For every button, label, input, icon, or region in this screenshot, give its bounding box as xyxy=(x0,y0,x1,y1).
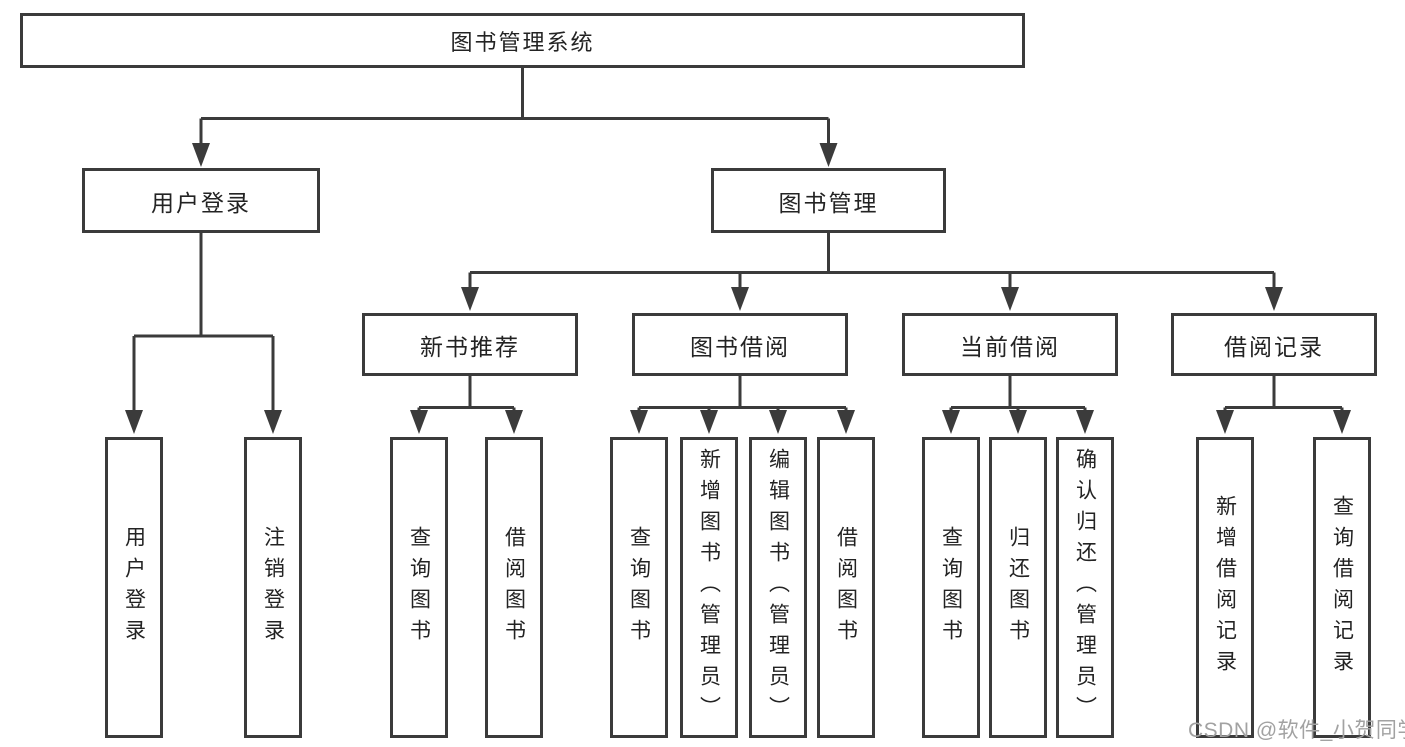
leaf-label: 借阅图书 xyxy=(502,525,526,650)
leaf-label: 借阅图书 xyxy=(834,525,858,650)
arrowhead xyxy=(125,410,143,434)
connector-line xyxy=(199,68,830,146)
arrowhead xyxy=(700,410,718,434)
node-user-login: 用户登录 xyxy=(82,168,320,233)
leaf-return-book: 归还图书 xyxy=(989,437,1047,738)
arrowhead xyxy=(769,410,787,434)
leaf-add-book-admin: 新增图书（管理员） xyxy=(680,437,738,738)
node-current-borrow: 当前借阅 xyxy=(902,313,1118,376)
arrowhead xyxy=(264,410,282,434)
leaf-user-login: 用户登录 xyxy=(105,437,163,738)
connector-userlogin-to-leaves xyxy=(125,233,282,434)
connector-line xyxy=(132,233,275,412)
connector-newbook-to-leaves xyxy=(410,376,523,434)
connector-line xyxy=(949,376,1087,412)
connector-root-to-level2 xyxy=(192,68,838,167)
leaf-label: 查询图书 xyxy=(627,525,651,650)
arrowhead xyxy=(731,287,749,311)
leaf-label: 注销登录 xyxy=(261,525,285,650)
connector-line xyxy=(417,376,516,412)
node-new-book-recommend: 新书推荐 xyxy=(362,313,578,376)
leaf-label: 确认归还（管理员） xyxy=(1073,448,1097,727)
leaf-label: 编辑图书（管理员） xyxy=(766,448,790,727)
arrowhead xyxy=(1076,410,1094,434)
arrowhead xyxy=(410,410,428,434)
leaf-label: 新增图书（管理员） xyxy=(697,448,721,727)
leaf-query-book-borrow: 查询图书 xyxy=(610,437,668,738)
leaf-label: 查询借阅记录 xyxy=(1330,494,1354,681)
connector-borrowrecord-to-leaves xyxy=(1216,376,1351,434)
arrowhead xyxy=(1216,410,1234,434)
csdn-watermark: CSDN @软件_小贺同学 xyxy=(1188,719,1405,742)
leaf-label: 用户登录 xyxy=(122,525,146,650)
leaf-borrow-book: 借阅图书 xyxy=(817,437,875,738)
node-book-management: 图书管理 xyxy=(711,168,946,233)
node-book-borrow: 图书借阅 xyxy=(632,313,848,376)
leaf-label: 新增借阅记录 xyxy=(1213,494,1237,681)
arrowhead xyxy=(505,410,523,434)
connector-line xyxy=(1223,376,1344,412)
connector-line xyxy=(637,376,848,412)
leaf-label: 查询图书 xyxy=(407,525,431,650)
node-title: 图书管理系统 xyxy=(20,13,1025,68)
arrowhead xyxy=(1333,410,1351,434)
arrowhead xyxy=(630,410,648,434)
connector-line xyxy=(468,233,1276,289)
leaf-add-borrow-record: 新增借阅记录 xyxy=(1196,437,1254,738)
connector-currentborrow-to-leaves xyxy=(942,376,1094,434)
leaf-edit-book-admin: 编辑图书（管理员） xyxy=(749,437,807,738)
leaf-confirm-return-admin: 确认归还（管理员） xyxy=(1056,437,1114,738)
connector-bookmgmt-to-level3 xyxy=(461,233,1283,311)
leaf-query-book-newbook: 查询图书 xyxy=(390,437,448,738)
connector-bookborrow-to-leaves xyxy=(630,376,855,434)
arrowhead xyxy=(461,287,479,311)
arrowhead xyxy=(942,410,960,434)
leaf-borrow-book-newbook: 借阅图书 xyxy=(485,437,543,738)
arrowhead xyxy=(1001,287,1019,311)
node-borrow-record: 借阅记录 xyxy=(1171,313,1377,376)
arrowhead xyxy=(192,143,210,167)
leaf-label: 归还图书 xyxy=(1006,525,1030,650)
arrowhead xyxy=(1009,410,1027,434)
arrowhead xyxy=(819,143,838,167)
arrowhead xyxy=(1265,287,1283,311)
leaf-query-borrow-record: 查询借阅记录 xyxy=(1313,437,1371,738)
arrowhead xyxy=(837,410,855,434)
leaf-label: 查询图书 xyxy=(939,525,963,650)
leaf-logout: 注销登录 xyxy=(244,437,302,738)
leaf-query-book-current: 查询图书 xyxy=(922,437,980,738)
